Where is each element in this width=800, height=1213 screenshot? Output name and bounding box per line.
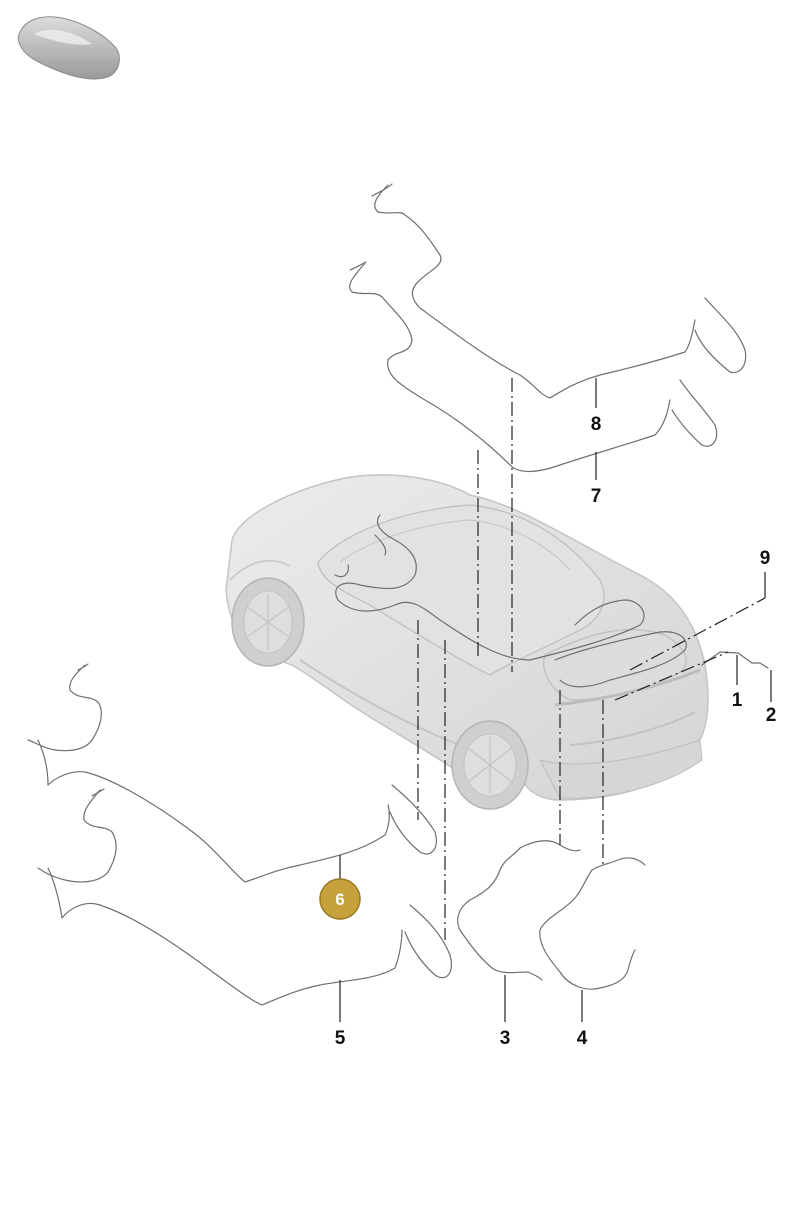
callout-label-6: 6 <box>335 890 344 909</box>
callout-7[interactable]: 7 <box>591 486 602 507</box>
leader-lines <box>339 378 772 1022</box>
vehicle-thumbnail-icon[interactable] <box>17 16 120 80</box>
callout-label-5: 5 <box>335 1028 346 1049</box>
wiring-harness-5 <box>37 789 452 1006</box>
callout-4[interactable]: 4 <box>577 1028 588 1049</box>
callout-8[interactable]: 8 <box>591 414 602 435</box>
callout-label-7: 7 <box>591 486 602 507</box>
connector-2 <box>751 662 769 669</box>
callout-6-badge <box>319 878 361 920</box>
callout-label-3: 3 <box>500 1028 511 1049</box>
callout-2[interactable]: 2 <box>766 705 777 726</box>
callout-label-1: 1 <box>732 690 743 711</box>
wiring-harness-6 <box>27 664 437 883</box>
front-wheel <box>231 577 305 667</box>
callout-1[interactable]: 1 <box>732 690 743 711</box>
connector-1 <box>701 651 753 666</box>
callout-label-9: 9 <box>760 548 771 569</box>
callout-label-2: 2 <box>766 705 777 726</box>
callout-label-4: 4 <box>577 1028 588 1049</box>
wiring-harness-7 <box>349 262 718 472</box>
harness-on-vehicle <box>334 514 687 688</box>
callout-6[interactable]: 6 <box>319 878 361 920</box>
callout-9[interactable]: 9 <box>760 548 771 569</box>
callout-label-8: 8 <box>591 414 602 435</box>
assembly-lines <box>417 378 766 940</box>
rear-wheel <box>451 720 529 810</box>
callout-3[interactable]: 3 <box>500 1028 511 1049</box>
vehicle-body-illustration <box>225 474 709 810</box>
wiring-harness-4 <box>539 857 646 990</box>
callout-5[interactable]: 5 <box>335 1028 346 1049</box>
wiring-harness-8 <box>374 184 747 399</box>
